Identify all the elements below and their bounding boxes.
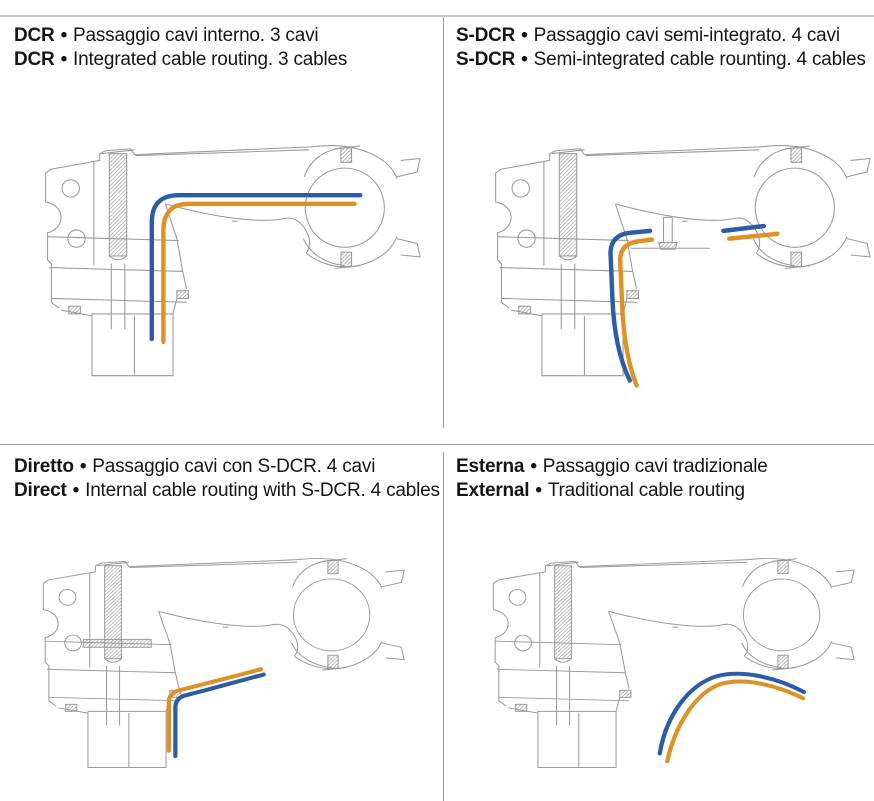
- panel-s-dcr: S-DCR•Passaggio cavi semi-integrato. 4 c…: [444, 16, 874, 444]
- top-rule: [0, 15, 874, 17]
- routing-term-it: S-DCR: [456, 25, 516, 46]
- bullet-separator: •: [79, 456, 87, 477]
- routing-desc-en: Semi-integrated cable rounting. 4 cables: [533, 49, 866, 70]
- caption-direct: Diretto•Passaggio cavi con S-DCR. 4 cavi…: [14, 455, 440, 503]
- stem-drawing: [45, 145, 421, 377]
- caption-line-italian: DCR•Passaggio cavi interno. 3 cavi: [14, 24, 437, 48]
- routing-desc-it: Passaggio cavi con S-DCR. 4 cavi: [92, 456, 376, 477]
- routing-term-en: DCR: [14, 49, 55, 70]
- caption-line-english: External•Traditional cable routing: [456, 479, 868, 503]
- stem-diagram-dcr: [45, 145, 421, 377]
- routing-term-en: External: [456, 480, 530, 501]
- blue-cable-path: [657, 671, 807, 756]
- bullet-separator: •: [535, 480, 542, 501]
- stem-diagram-direct: [42, 557, 405, 768]
- orange-cable-path: [617, 237, 655, 388]
- blue-cable-path: [608, 228, 653, 383]
- grid-divider-vertical-top: [443, 17, 444, 428]
- stem-diagram-s-dcr: [495, 145, 871, 388]
- bullet-separator: •: [530, 456, 537, 477]
- panel-direct: Diretto•Passaggio cavi con S-DCR. 4 cavi…: [0, 445, 443, 801]
- preload-pin-bolt: [630, 216, 710, 250]
- routing-term-it: Esterna: [456, 456, 525, 477]
- routing-term-it: Diretto: [14, 456, 74, 477]
- blue-cable-path: [149, 192, 363, 342]
- caption-line-english: S-DCR•Semi-integrated cable rounting. 4 …: [456, 48, 868, 72]
- routing-desc-en: Internal cable routing with S-DCR. 4 cab…: [85, 480, 440, 501]
- orange-cable-path: [161, 201, 357, 345]
- caption-line-italian: S-DCR•Passaggio cavi semi-integrato. 4 c…: [456, 24, 868, 48]
- routing-term-en: S-DCR: [456, 49, 516, 70]
- bullet-separator: •: [60, 25, 68, 46]
- caption-line-italian: Diretto•Passaggio cavi con S-DCR. 4 cavi: [14, 455, 437, 479]
- orange-cable-path: [665, 679, 806, 764]
- routing-desc-it: Passaggio cavi tradizionale: [542, 456, 768, 477]
- caption-line-english: Direct•Internal cable routing with S-DCR…: [14, 479, 440, 503]
- routing-desc-it: Passaggio cavi semi-integrato. 4 cavi: [533, 25, 840, 46]
- routing-desc-en: Traditional cable routing: [547, 480, 745, 501]
- routing-term-en: Direct: [14, 480, 67, 501]
- stem-drawing: [42, 557, 405, 768]
- caption-line-english: DCR•Integrated cable routing. 3 cables: [14, 48, 437, 72]
- blue-cable-stub: [721, 223, 767, 234]
- caption-s-dcr: S-DCR•Passaggio cavi semi-integrato. 4 c…: [456, 24, 868, 72]
- panel-external: Esterna•Passaggio cavi tradizionale Exte…: [444, 445, 874, 801]
- stem-diagram-external: [492, 557, 855, 768]
- grid-divider-horizontal: [0, 444, 874, 445]
- headset-cover-bar: [82, 638, 152, 648]
- blue-cable-path: [173, 672, 266, 759]
- bullet-separator: •: [521, 49, 528, 70]
- routing-desc-it: Passaggio cavi interno. 3 cavi: [73, 25, 319, 46]
- stem-drawing: [495, 145, 871, 377]
- routing-desc-en: Integrated cable routing. 3 cables: [73, 49, 348, 70]
- caption-external: Esterna•Passaggio cavi tradizionale Exte…: [456, 455, 868, 503]
- bullet-separator: •: [60, 49, 68, 70]
- grid-divider-vertical-bottom: [443, 452, 444, 801]
- bullet-separator: •: [72, 480, 80, 501]
- orange-cable-path: [166, 667, 264, 753]
- caption-dcr: DCR•Passaggio cavi interno. 3 cavi DCR•I…: [14, 24, 437, 72]
- orange-cable-stub: [726, 231, 780, 241]
- routing-term-it: DCR: [14, 25, 55, 46]
- panel-dcr: DCR•Passaggio cavi interno. 3 cavi DCR•I…: [0, 16, 443, 444]
- caption-line-italian: Esterna•Passaggio cavi tradizionale: [456, 455, 868, 479]
- bullet-separator: •: [521, 25, 528, 46]
